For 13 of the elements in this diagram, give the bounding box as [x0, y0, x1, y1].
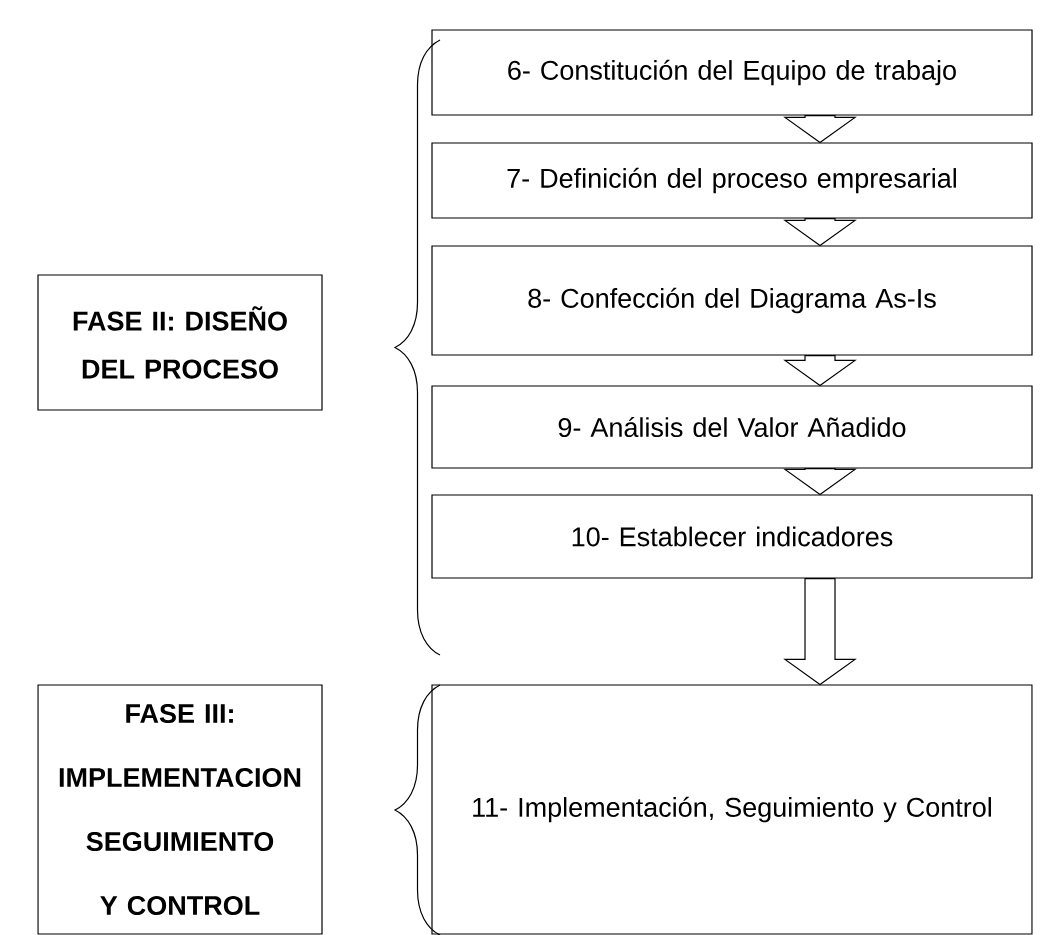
process-box: 7- Definición del proceso empresarial — [431, 142, 1033, 219]
process-box: 8- Confección del Diagrama As-Is — [431, 245, 1033, 356]
process-box: 9- Análisis del Valor Añadido — [431, 385, 1033, 469]
process-box: 10- Establecer indicadores — [431, 494, 1033, 579]
phase-box: FASE II: DISEÑO DEL PROCESO — [37, 274, 323, 411]
block-arrow — [783, 468, 857, 496]
process-box: 6- Constitución del Equipo de trabajo — [431, 29, 1033, 116]
process-box: 11- Implementación, Seguimiento y Control — [431, 684, 1033, 935]
block-arrow — [783, 115, 857, 144]
phase-box: FASE III: IMPLEMENTACION SEGUIMIENTO Y CONTROL — [37, 684, 323, 935]
block-arrow — [783, 355, 857, 387]
block-arrow — [783, 578, 857, 686]
block-arrow — [783, 218, 857, 247]
